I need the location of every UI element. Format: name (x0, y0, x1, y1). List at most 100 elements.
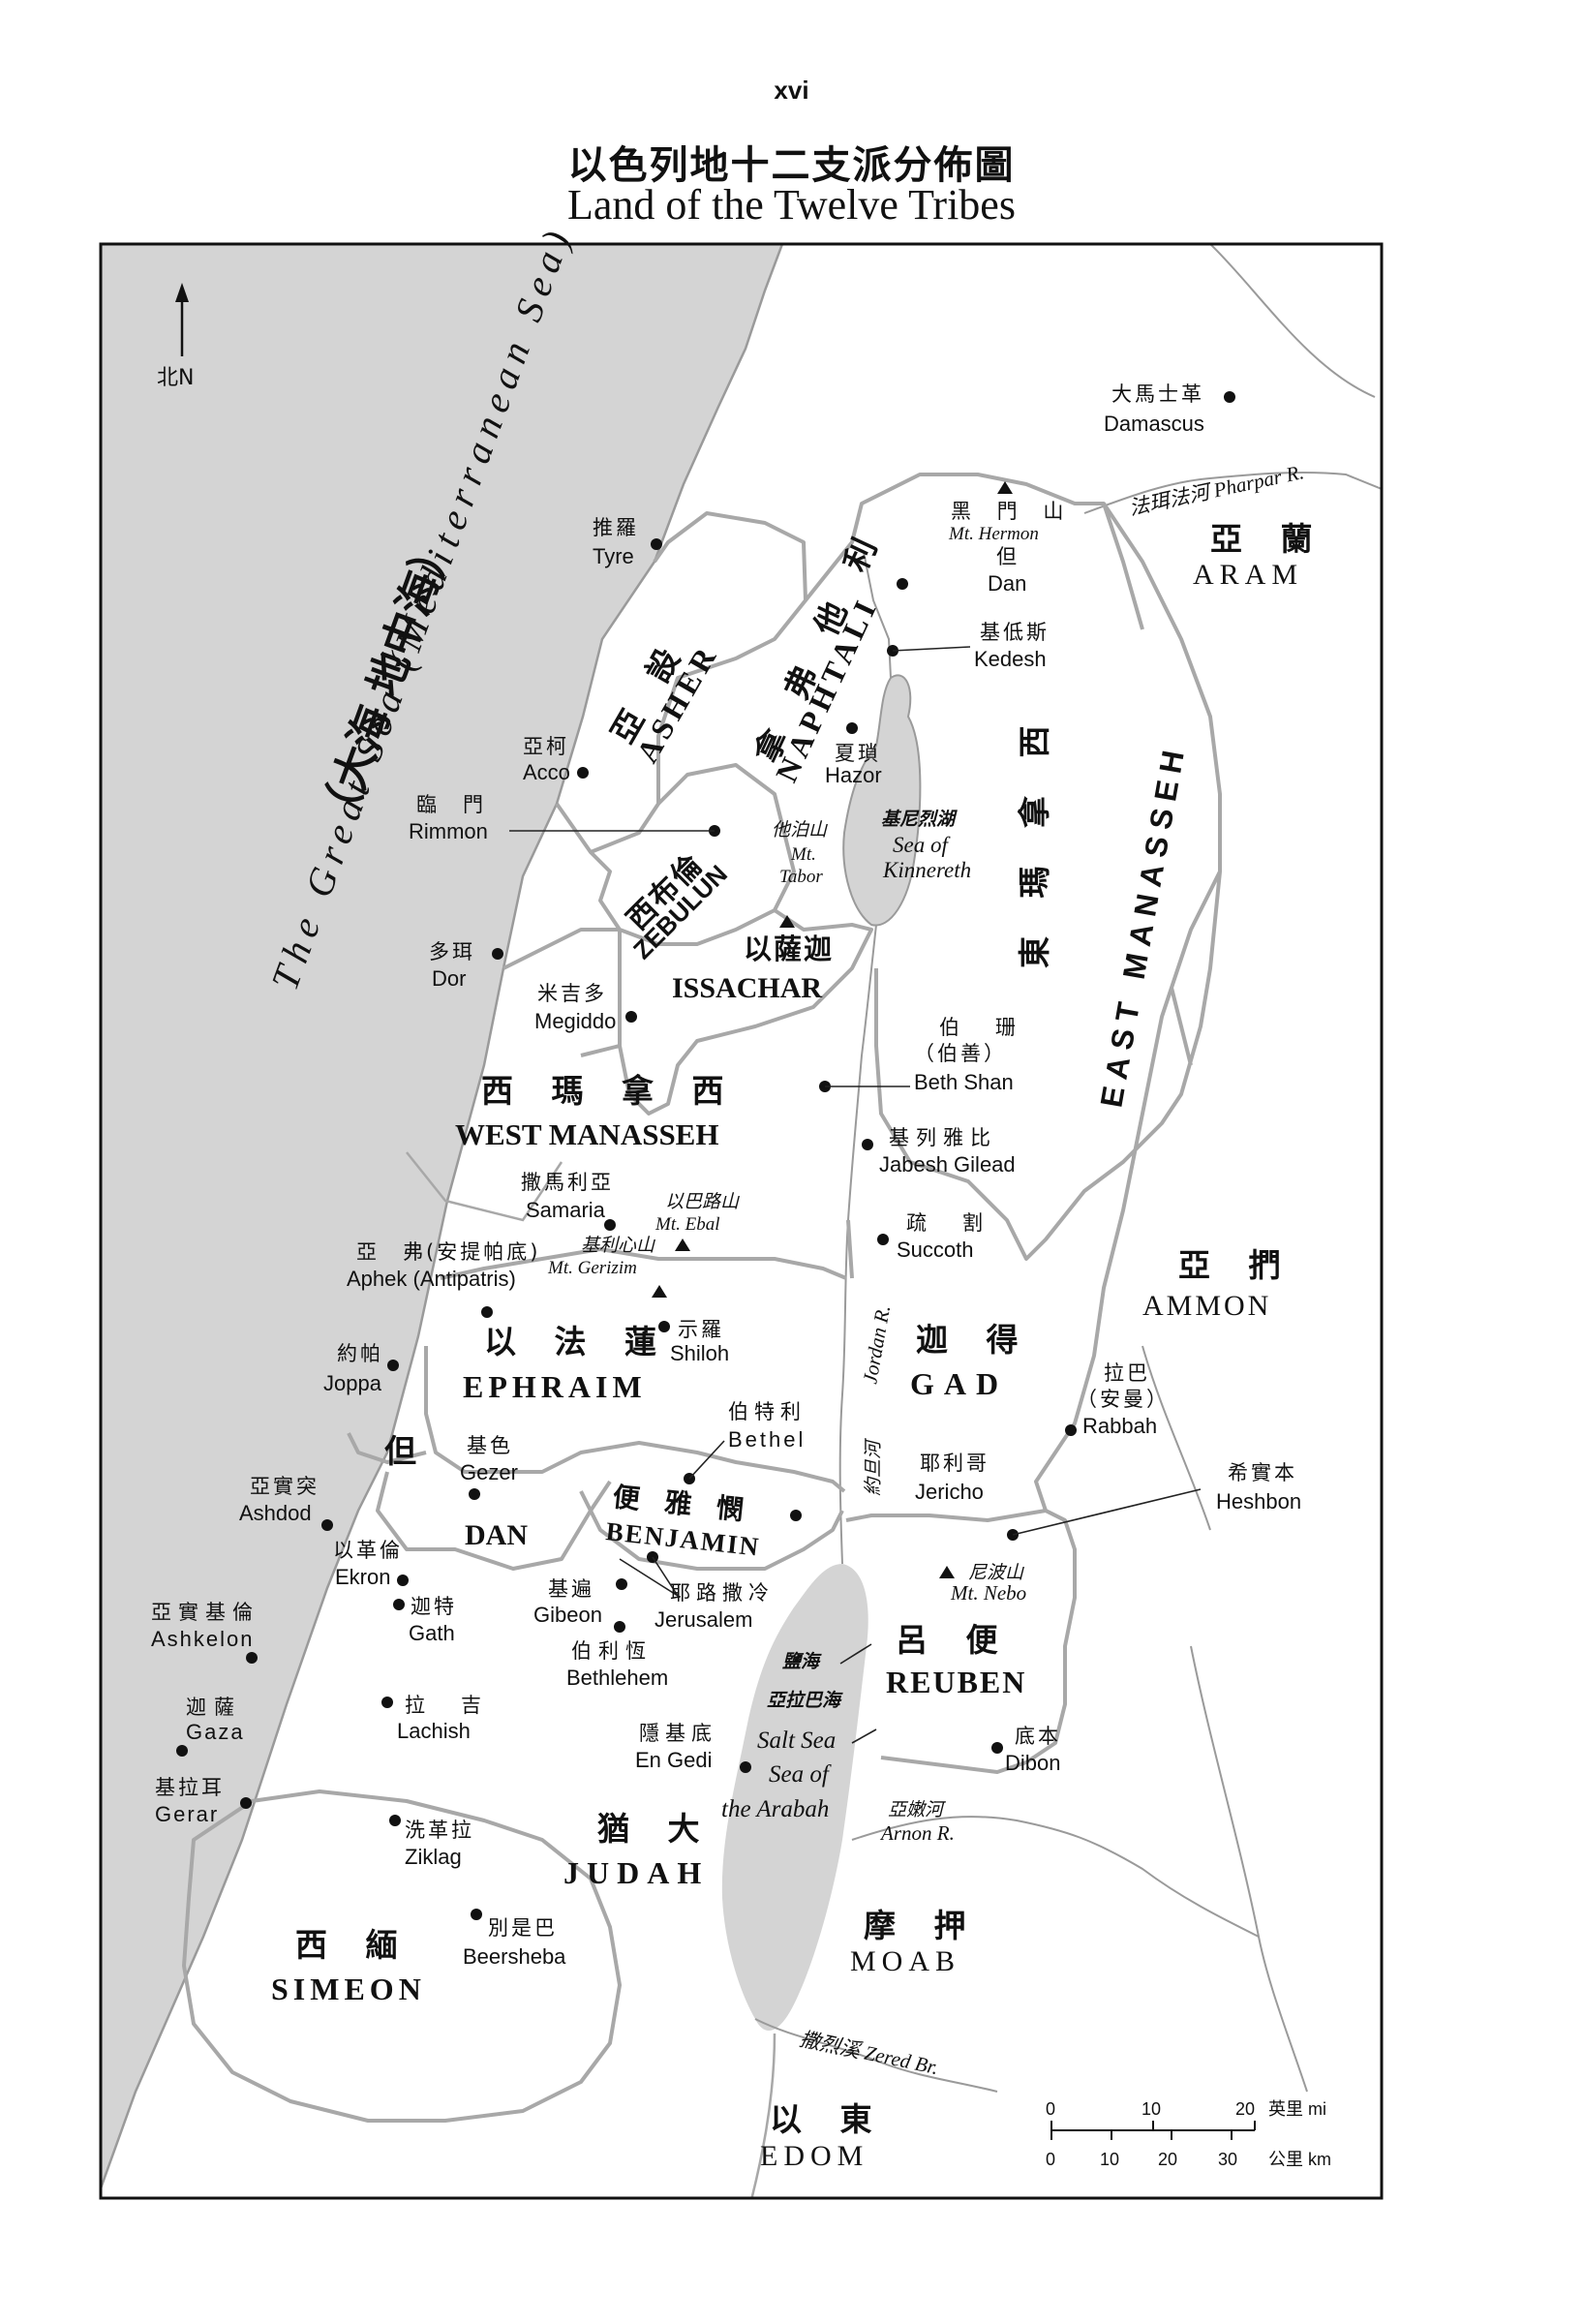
dor-dot (492, 948, 503, 960)
shiloh-en: Shiloh (670, 1341, 729, 1365)
megiddo-dot (625, 1011, 637, 1023)
tribe-gad-zh: 迦 得 (916, 1321, 1032, 1359)
ashkelon-en: Ashkelon (151, 1627, 255, 1651)
scale-km-tick-20: 20 (1158, 2150, 1177, 2169)
bethel-en: Bethel (728, 1427, 806, 1452)
gath-zh: 迦特 (411, 1595, 457, 1618)
ashkelon-dot (246, 1652, 258, 1664)
ashdod-zh: 亞實突 (250, 1475, 320, 1498)
mt-tabor-zh: 他泊山 (772, 819, 828, 841)
dan-city-zh: 但 (996, 545, 1020, 568)
rimmon-en: Rimmon (409, 819, 488, 843)
jordan-label-en: Jordan R. (858, 1303, 895, 1386)
map-layer (101, 244, 1382, 2198)
nation-edom-zh: 以 東 (770, 2100, 886, 2138)
joppa-dot (387, 1360, 399, 1371)
dan-city-dot (897, 578, 908, 590)
nation-aram-en: ARAM (1193, 559, 1303, 591)
scale-mi-tick-10: 10 (1142, 2099, 1161, 2119)
tribe-ephraim-en: EPHRAIM (463, 1369, 647, 1404)
heshbon-zh: 希實本 (1228, 1461, 1297, 1484)
salt-sea-en-1: Salt Sea (757, 1728, 836, 1754)
beth-shan-zh-1: 伯 珊 (939, 1016, 1023, 1039)
joppa-zh: 約帕 (337, 1342, 383, 1365)
dibon-zh: 底本 (1015, 1725, 1061, 1748)
acco-zh: 亞柯 (523, 735, 569, 758)
tribe-dan-zh: 但 (384, 1432, 430, 1470)
bethlehem-zh: 伯利恆 (571, 1639, 653, 1663)
gaza-dot (176, 1745, 188, 1757)
pharpar-river (1083, 471, 1382, 514)
scale-km-tick-30: 30 (1218, 2150, 1237, 2169)
scale-km-unit: 公里 km (1268, 2150, 1331, 2169)
boundary-ephraim (424, 1247, 847, 1493)
beersheba-en: Beersheba (463, 1944, 566, 1969)
kinnereth-zh: 基尼烈湖 (881, 809, 958, 830)
jerusalem-zh: 耶路撒冷 (670, 1581, 775, 1605)
dibon-en: Dibon (1005, 1751, 1060, 1775)
mt-tabor-en-2: Tabor (779, 867, 823, 887)
scale-km-tick-10: 10 (1100, 2150, 1119, 2169)
zered-brook (754, 2018, 998, 2093)
lachish-zh: 拉 吉 (405, 1694, 489, 1717)
samaria-zh: 撒馬利亞 (521, 1171, 614, 1194)
dor-en: Dor (432, 966, 466, 991)
megiddo-zh: 米吉多 (537, 982, 607, 1005)
en-gedi-zh: 隱基底 (639, 1722, 717, 1745)
mt-nebo-en: Mt. Nebo (950, 1581, 1026, 1605)
ziklag-dot (389, 1815, 401, 1826)
ekron-en: Ekron (335, 1565, 390, 1589)
hazor-en: Hazor (825, 763, 882, 787)
tribe-issachar-zh: 以薩迦 (744, 933, 834, 965)
boundary-benjamin (579, 1490, 844, 1571)
map-frame (99, 242, 1384, 2200)
zered-label: 撒烈溪 Zered Br. (798, 2027, 940, 2079)
damascus-zh: 大馬士革 (1111, 382, 1204, 406)
tribe-reuben-en: REUBEN (886, 1665, 1026, 1699)
hazor-dot (846, 722, 858, 734)
kinnereth-en-2: Kinnereth (882, 858, 971, 882)
shiloh-dot (658, 1321, 670, 1332)
tribe-simeon-en: SIMEON (271, 1972, 426, 2006)
mt-ebal-zh: 以巴路山 (665, 1191, 740, 1212)
lachish-en: Lachish (397, 1719, 471, 1743)
boundary-asher (555, 511, 807, 854)
jabesh-gilead-zh: 基列雅比 (889, 1126, 997, 1149)
mt-hermon-marker (997, 481, 1013, 494)
gezer-en: Gezer (460, 1460, 518, 1484)
ashkelon-zh: 亞實基倫 (151, 1601, 259, 1624)
tribe-judah-en: JUDAH (563, 1855, 709, 1890)
kedesh-en: Kedesh (974, 647, 1047, 671)
ziklag-zh: 洗革拉 (405, 1819, 474, 1842)
bethlehem-dot (614, 1621, 625, 1633)
boundary-reuben (845, 1509, 1077, 1774)
tribe-dan-en: DAN (465, 1519, 528, 1551)
mountains: 黑 門 山 Mt. Hermon 他泊山 Mt. Tabor 以巴路山 Mt. … (547, 481, 1063, 1605)
salt-sea-en-2: Sea of (769, 1761, 832, 1788)
jerusalem-en: Jerusalem (655, 1607, 752, 1632)
boundary-simeon (182, 1789, 622, 2123)
mt-nebo-zh: 尼波山 (968, 1562, 1024, 1583)
scale-mi-tick-20: 20 (1235, 2099, 1255, 2119)
scale-mi-tick-0: 0 (1046, 2099, 1055, 2119)
beersheba-zh: 別是巴 (488, 1916, 558, 1940)
arnon-river (851, 1816, 1260, 1938)
north-arrow: 北N (157, 283, 194, 390)
boundary-gad (1034, 871, 1222, 1522)
mt-gerizim-zh: 基利心山 (581, 1235, 655, 1256)
aphek-dot (481, 1306, 493, 1318)
scale-mi-unit: 英里 mi (1268, 2099, 1326, 2119)
scale-km-tick-0: 0 (1046, 2150, 1055, 2169)
gerar-zh: 基拉耳 (155, 1776, 225, 1799)
mt-gerizim-en: Mt. Gerizim (547, 1258, 637, 1278)
tribe-west-manasseh-zh: 西 瑪 拿 西 (481, 1072, 737, 1110)
ekron-dot (397, 1575, 409, 1586)
samaria-dot (604, 1219, 616, 1231)
en-gedi-en: En Gedi (635, 1748, 713, 1772)
coastline (101, 244, 784, 2189)
lachish-dot (381, 1697, 393, 1708)
megiddo-en: Megiddo (534, 1009, 616, 1033)
gath-en: Gath (409, 1621, 455, 1645)
bethel-zh: 伯特利 (728, 1400, 807, 1423)
jericho-zh: 耶利哥 (920, 1452, 989, 1475)
